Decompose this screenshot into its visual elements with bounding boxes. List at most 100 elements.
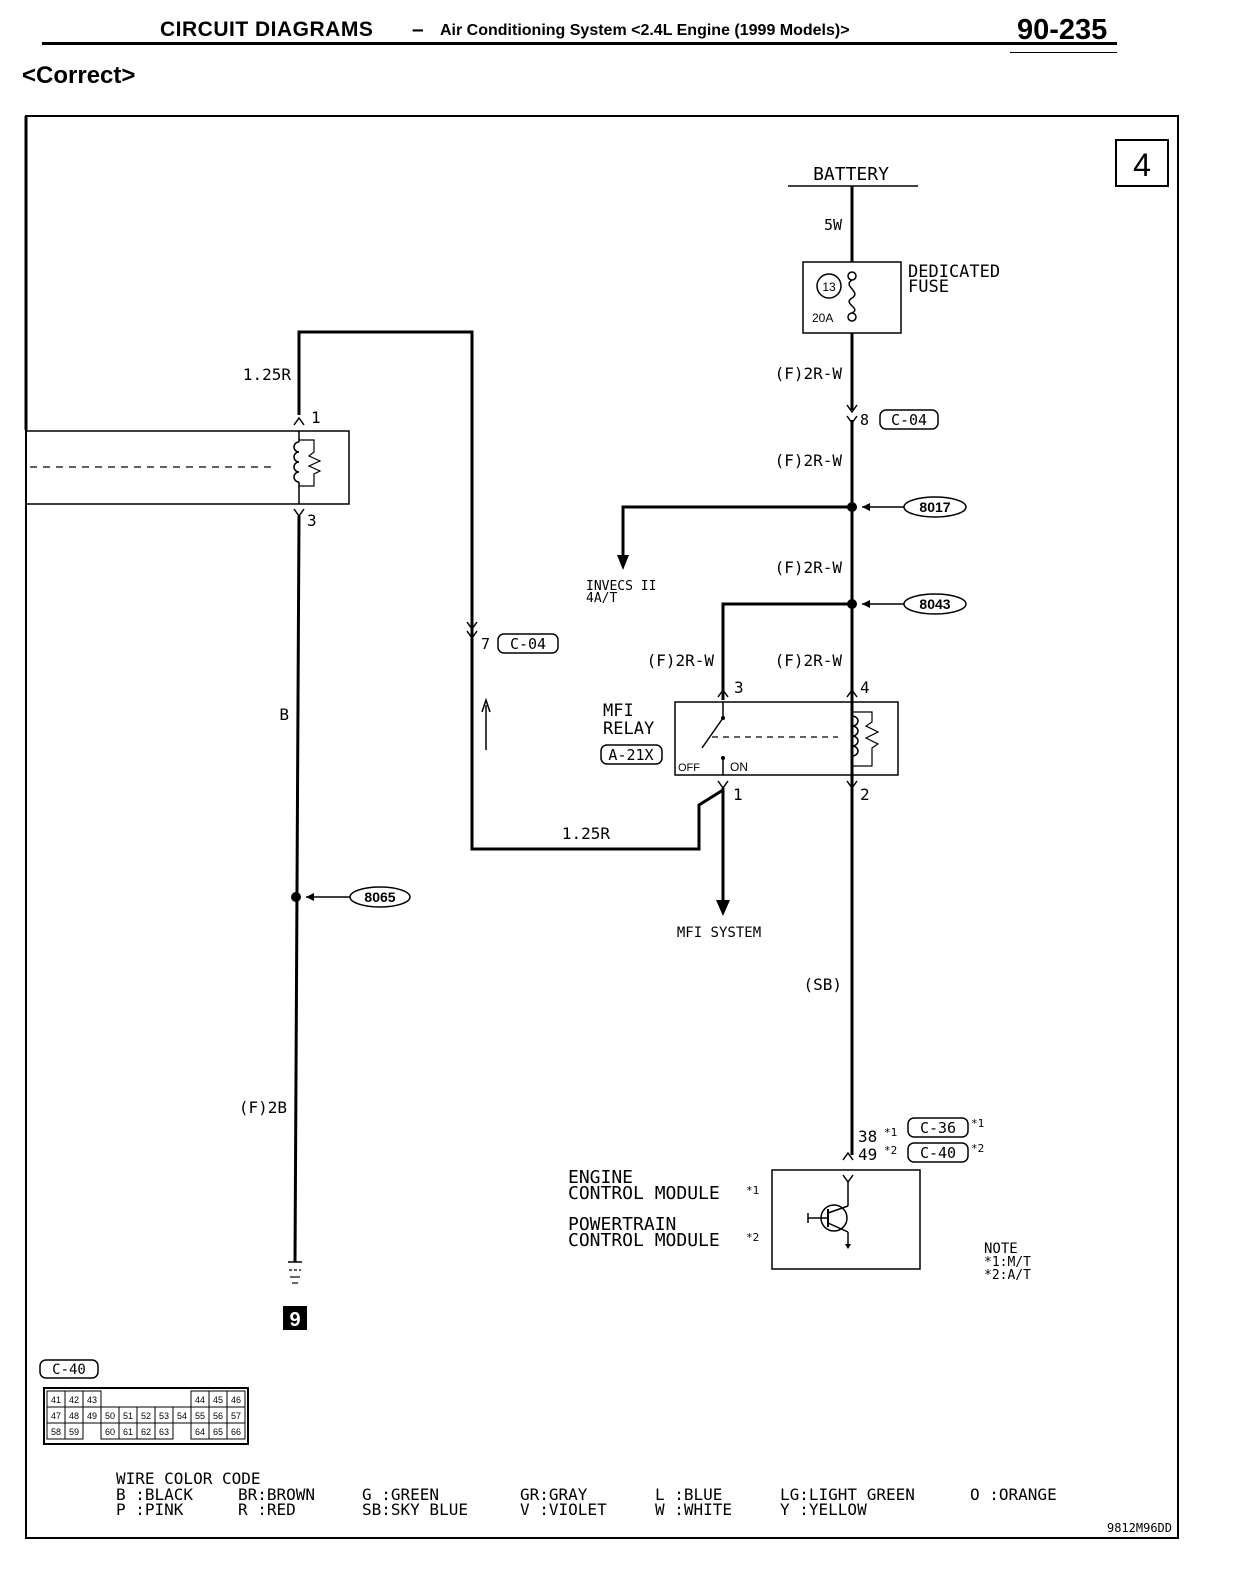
fuse-name-line2: FUSE bbox=[908, 277, 949, 297]
wire-color-code-entry: SB:SKY BLUE bbox=[362, 1500, 468, 1519]
header-rule-short bbox=[1010, 52, 1117, 53]
diagram-frame bbox=[25, 115, 1179, 1539]
wire-label-relay-1: 1.25R bbox=[562, 824, 611, 843]
connector-pin-number: 44 bbox=[195, 1395, 205, 1405]
dedicated-fuse: 13 20A DEDICATED FUSE bbox=[802, 261, 1000, 334]
connector-pin-number: 55 bbox=[195, 1411, 205, 1421]
wire-label-relay-3: (F)2R-W bbox=[647, 651, 715, 670]
connector-pin-cell bbox=[226, 1422, 246, 1440]
ground-number: 9 bbox=[289, 1309, 300, 1331]
splice-8043: 8043 bbox=[847, 593, 967, 615]
connector-pin-number: 66 bbox=[231, 1427, 241, 1437]
connector-pin-number: 45 bbox=[213, 1395, 223, 1405]
wire-color-code-entry: W :WHITE bbox=[655, 1500, 732, 1519]
ecm-name-line1: ENGINE bbox=[568, 1167, 633, 1188]
relay-name-line1: MFI bbox=[603, 701, 634, 721]
connector-pin-number: 62 bbox=[141, 1427, 151, 1437]
wire-label-after-8017: (F)2R-W bbox=[775, 558, 843, 577]
connector-pin-number: 53 bbox=[159, 1411, 169, 1421]
header-rule bbox=[42, 42, 1117, 45]
wire-color-code-entry: B :BLACK bbox=[116, 1485, 193, 1504]
mfi-relay: 3 4 OFF ON 1 2 bbox=[674, 678, 899, 804]
wire-1-25r-loop bbox=[297, 330, 724, 851]
wire-label-b: B bbox=[279, 705, 289, 724]
connector-pin-number: 59 bbox=[69, 1427, 79, 1437]
c04-pin8-number: 8 bbox=[860, 411, 869, 429]
relay-pin3: 3 bbox=[734, 678, 744, 697]
invecs-label-line2: 4A/T bbox=[586, 591, 617, 606]
wire-color-code-entry: Y :YELLOW bbox=[780, 1500, 867, 1519]
connector-pin-number: 46 bbox=[231, 1395, 241, 1405]
splice-8017-label: 8017 bbox=[919, 499, 950, 515]
ecm-connector-pins: 38 *1 49 *2 C-36 *1 C-40 *2 bbox=[842, 1117, 984, 1164]
splice-8043-label: 8043 bbox=[919, 596, 950, 612]
panel-number: 4 bbox=[1133, 147, 1151, 183]
wire-color-code-entry: L :BLUE bbox=[655, 1485, 722, 1504]
ecm-connector-c36: C-36 bbox=[920, 1119, 956, 1137]
wire-label-after-c04: (F)2R-W bbox=[775, 451, 843, 470]
connector-c04-pin8: 8 C-04 bbox=[846, 404, 939, 430]
connector-pin-number: 42 bbox=[69, 1395, 79, 1405]
wire-color-code-entry: G :GREEN bbox=[362, 1485, 439, 1504]
ecm-c40-mark: *2 bbox=[971, 1142, 984, 1155]
battery-symbol: BATTERY bbox=[788, 164, 918, 187]
connector-pin-number: 64 bbox=[195, 1427, 205, 1437]
page-number: 90-235 bbox=[1017, 14, 1108, 46]
ecm-pin-38-mark: *1 bbox=[884, 1126, 897, 1139]
wire-label-relay-4: (F)2R-W bbox=[775, 651, 843, 670]
ecm-pin-49: 49 bbox=[858, 1145, 877, 1164]
wire-color-code-entry: LG:LIGHT GREEN bbox=[780, 1485, 915, 1504]
connector-pin-number: 43 bbox=[87, 1395, 97, 1405]
wire-color-code-title: WIRE COLOR CODE bbox=[116, 1469, 261, 1488]
wire-color-code-entry: BR:BROWN bbox=[238, 1485, 315, 1504]
relay-pin2: 2 bbox=[860, 785, 870, 804]
connector-pin-number: 51 bbox=[123, 1411, 133, 1421]
wire-label-sb: (SB) bbox=[803, 975, 842, 994]
wire-color-code-entry: GR:GRAY bbox=[520, 1485, 588, 1504]
pcm-name-mark: *2 bbox=[746, 1231, 759, 1244]
left-component: 1 3 bbox=[25, 408, 350, 530]
wire-color-code-entry: P :PINK bbox=[116, 1500, 184, 1519]
wire-label-fuse-out: (F)2R-W bbox=[775, 364, 843, 383]
battery-label: BATTERY bbox=[813, 164, 889, 185]
c04-pin7-number: 7 bbox=[481, 635, 490, 653]
connector-pin-number: 48 bbox=[69, 1411, 79, 1421]
relay-pin1: 1 bbox=[733, 785, 743, 804]
title-separator: – bbox=[412, 18, 424, 41]
splice-8017: 8017 bbox=[847, 496, 967, 518]
wire-label-5w: 5W bbox=[824, 216, 843, 234]
invecs-label-line1: INVECS II bbox=[586, 579, 656, 594]
relay-name-line2: RELAY bbox=[603, 719, 654, 739]
connector-pin-number: 52 bbox=[141, 1411, 151, 1421]
c04-connector-label: C-04 bbox=[891, 411, 927, 429]
c04-pin7-connector-label: C-04 bbox=[510, 635, 546, 653]
ecm-box bbox=[771, 1169, 921, 1270]
note-line2: *2:A/T bbox=[984, 1268, 1031, 1283]
mfi-system-label: MFI SYSTEM bbox=[677, 925, 761, 941]
note-title: NOTE bbox=[984, 1241, 1018, 1257]
connector-pin-number: 47 bbox=[51, 1411, 61, 1421]
wire-label-top-left: 1.25R bbox=[243, 365, 292, 384]
fuse-number: 13 bbox=[822, 280, 836, 294]
section-title: CIRCUIT DIAGRAMS bbox=[160, 18, 374, 41]
connector-pin-number: 57 bbox=[231, 1411, 241, 1421]
note-block: NOTE *1:M/T *2:A/T bbox=[984, 1241, 1031, 1283]
left-component-pin1: 1 bbox=[311, 408, 321, 427]
ecm-name-mark: *1 bbox=[746, 1184, 759, 1197]
fuse-rating: 20A bbox=[812, 311, 833, 325]
figure-code: 9812M96DD bbox=[1107, 1521, 1172, 1535]
note-line1: *1:M/T bbox=[984, 1255, 1031, 1270]
page-header: CIRCUIT DIAGRAMS – Air Conditioning Syst… bbox=[0, 0, 1248, 110]
correction-label: <Correct> bbox=[22, 62, 136, 89]
arrow-invecs bbox=[617, 555, 629, 570]
ecm-name-line2: CONTROL MODULE bbox=[568, 1183, 720, 1204]
splice-8065: 8065 bbox=[291, 886, 411, 908]
ecm-pin-49-mark: *2 bbox=[884, 1144, 897, 1157]
connector-pin-number: 65 bbox=[213, 1427, 223, 1437]
section-subtitle: Air Conditioning System <2.4L Engine (19… bbox=[440, 22, 850, 39]
connector-pin-cell bbox=[154, 1422, 174, 1440]
ground-symbol bbox=[288, 1261, 302, 1284]
connector-pin-number: 50 bbox=[105, 1411, 115, 1421]
